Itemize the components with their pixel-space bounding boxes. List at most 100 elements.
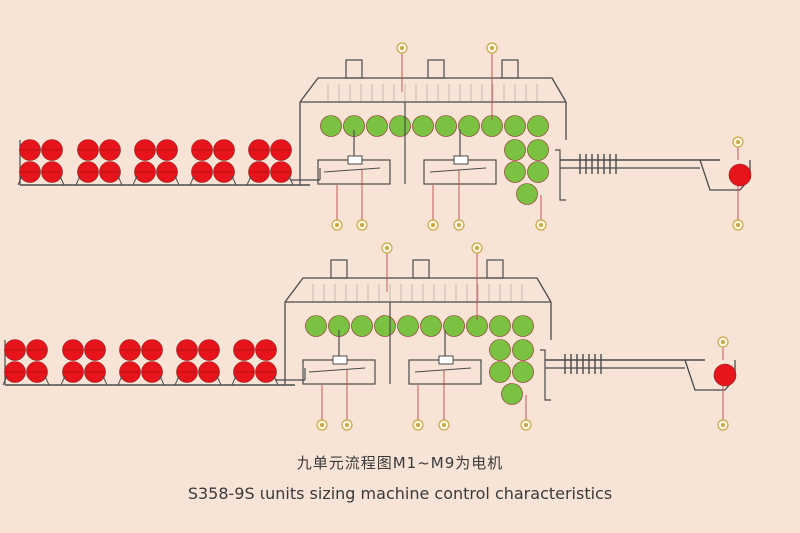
motor-marker-dot: [385, 246, 389, 250]
machine-line-1: [17, 42, 752, 231]
exhaust-stack-1: [330, 259, 348, 279]
dryer-cylinder: [527, 161, 549, 183]
size-box-2: [408, 330, 482, 385]
caption-english: S358-9S ιunits sizing machine control ch…: [187, 484, 613, 503]
motor-marker-dot: [490, 46, 494, 50]
motor-marker-dot: [360, 223, 364, 227]
dryer-cylinder: [504, 161, 526, 183]
creel-group-3: [117, 339, 165, 386]
motor-marker-dot: [524, 423, 528, 427]
motor-marker-m7: [535, 219, 547, 231]
creel-stand: [159, 375, 165, 386]
dryer-cylinder: [435, 115, 457, 137]
motor-marker-m6: [438, 419, 450, 431]
warp-beam: [728, 163, 752, 187]
motor-marker-dot: [721, 423, 725, 427]
creel-stand: [246, 175, 252, 186]
motor-marker-dot: [416, 423, 420, 427]
motor-marker-dot: [345, 423, 349, 427]
dryer-cylinder: [512, 361, 534, 383]
size-box-1: [302, 330, 376, 385]
dryer-cylinder: [374, 315, 396, 337]
motor-marker-m1: [396, 42, 408, 54]
dryer-cylinder: [351, 315, 373, 337]
creel-stand: [132, 175, 138, 186]
motor-marker-m3: [331, 219, 343, 231]
dryer-cylinder: [516, 183, 538, 205]
exhaust-stack-3: [486, 259, 504, 279]
motor-marker-m5: [427, 219, 439, 231]
dryer-cylinder: [527, 139, 549, 161]
squeeze-roll: [332, 355, 348, 365]
creel-group-3: [132, 139, 180, 186]
creel-stand: [60, 375, 66, 386]
dryer-cylinder: [489, 339, 511, 361]
creel-stand: [117, 375, 123, 386]
dryer-cylinder: [512, 315, 534, 337]
squeeze-roll: [347, 155, 363, 165]
creel-stand: [59, 175, 65, 186]
motor-marker-m6: [453, 219, 465, 231]
dryer-cylinder: [420, 315, 442, 337]
headstock-frame: [540, 349, 551, 401]
dryer-cylinder: [504, 115, 526, 137]
creel-group-4: [174, 339, 222, 386]
creel-stand: [2, 375, 8, 386]
motor-marker-m9: [732, 219, 744, 231]
motor-marker-dot: [736, 223, 740, 227]
motor-marker-dot: [721, 340, 725, 344]
yarn-path: [323, 167, 381, 173]
size-box-2: [423, 130, 497, 185]
dryer-cylinder: [366, 115, 388, 137]
motor-marker-m4: [341, 419, 353, 431]
motor-marker-dot: [475, 246, 479, 250]
size-box-1: [317, 130, 391, 185]
yarn-path: [414, 367, 472, 373]
dryer-cylinder: [489, 361, 511, 383]
creel-stand: [216, 375, 222, 386]
motor-marker-dot: [320, 423, 324, 427]
creel-stand: [174, 375, 180, 386]
motor-marker-dot: [736, 140, 740, 144]
dryer-cylinder: [458, 115, 480, 137]
dryer-cylinder: [397, 315, 419, 337]
dryer-cylinder: [512, 339, 534, 361]
creel-stand: [44, 375, 50, 386]
dryer-cylinder: [504, 139, 526, 161]
dryer-cylinder: [527, 115, 549, 137]
dryer-cylinder: [389, 115, 411, 137]
creel-stand: [117, 175, 123, 186]
creel-stand: [189, 175, 195, 186]
motor-marker-dot: [335, 223, 339, 227]
creel-stand: [174, 175, 180, 186]
motor-marker-m1: [381, 242, 393, 254]
creel-group-5: [231, 339, 279, 386]
motor-marker-m3: [316, 419, 328, 431]
dryer-cylinder: [489, 315, 511, 337]
motor-marker-m5: [412, 419, 424, 431]
creel-group-4: [189, 139, 237, 186]
motor-marker-dot: [431, 223, 435, 227]
yarn-path: [308, 367, 366, 373]
exhaust-stack-1: [345, 59, 363, 79]
creel-stand: [102, 375, 108, 386]
creel-group-5: [246, 139, 294, 186]
squeeze-roll: [438, 355, 454, 365]
motor-marker-m9: [717, 419, 729, 431]
motor-marker-dot: [442, 423, 446, 427]
creel-stand: [75, 175, 81, 186]
motor-marker-dot: [400, 46, 404, 50]
creel-stand: [231, 175, 237, 186]
warp-beam: [713, 363, 737, 387]
motor-marker-m2: [486, 42, 498, 54]
motor-marker-dot: [539, 223, 543, 227]
creel-stand: [231, 375, 237, 386]
creel-stand: [17, 175, 23, 186]
motor-marker-dot: [457, 223, 461, 227]
exhaust-stack-2: [427, 59, 445, 79]
creel-group-1: [2, 339, 50, 386]
motor-marker-m2: [471, 242, 483, 254]
motor-marker-m8: [732, 136, 744, 148]
flow-diagram: [2, 42, 752, 431]
